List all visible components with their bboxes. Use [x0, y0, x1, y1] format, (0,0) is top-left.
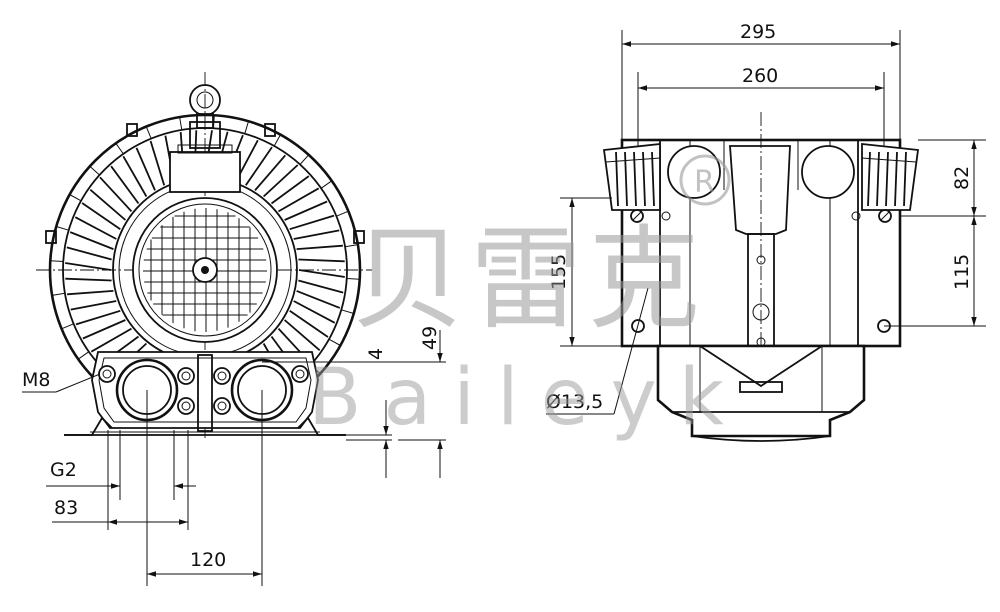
- dim-120: 120: [190, 549, 226, 571]
- port-label: G2: [50, 459, 77, 481]
- dim-49: 49: [419, 326, 441, 350]
- port-flange: [91, 351, 319, 432]
- dim-82: 82: [951, 166, 973, 190]
- registered-mark-icon: R: [679, 154, 731, 206]
- dim-115: 115: [951, 254, 973, 290]
- watermark-brand-en: Baileyk: [308, 353, 746, 443]
- motor-fan-cover: [132, 197, 278, 343]
- dim-83: 83: [54, 497, 78, 519]
- front-view: M8 G2 83 120 4 49: [22, 72, 446, 586]
- dim-4: 4: [365, 348, 387, 360]
- dim-155: 155: [548, 254, 570, 290]
- watermark-brand-cn: 贝雷克: [352, 215, 706, 345]
- dim-295: 295: [740, 21, 776, 43]
- svg-text:R: R: [694, 165, 715, 200]
- side-view: 295 260 155 82 115 Ø13,5: [546, 21, 986, 442]
- brand-watermark: 贝雷克 Baileyk R: [308, 154, 746, 443]
- thread-label: M8: [22, 369, 50, 391]
- dim-260: 260: [742, 65, 778, 87]
- hole-label: Ø13,5: [546, 391, 603, 413]
- blower-housing: [45, 113, 365, 427]
